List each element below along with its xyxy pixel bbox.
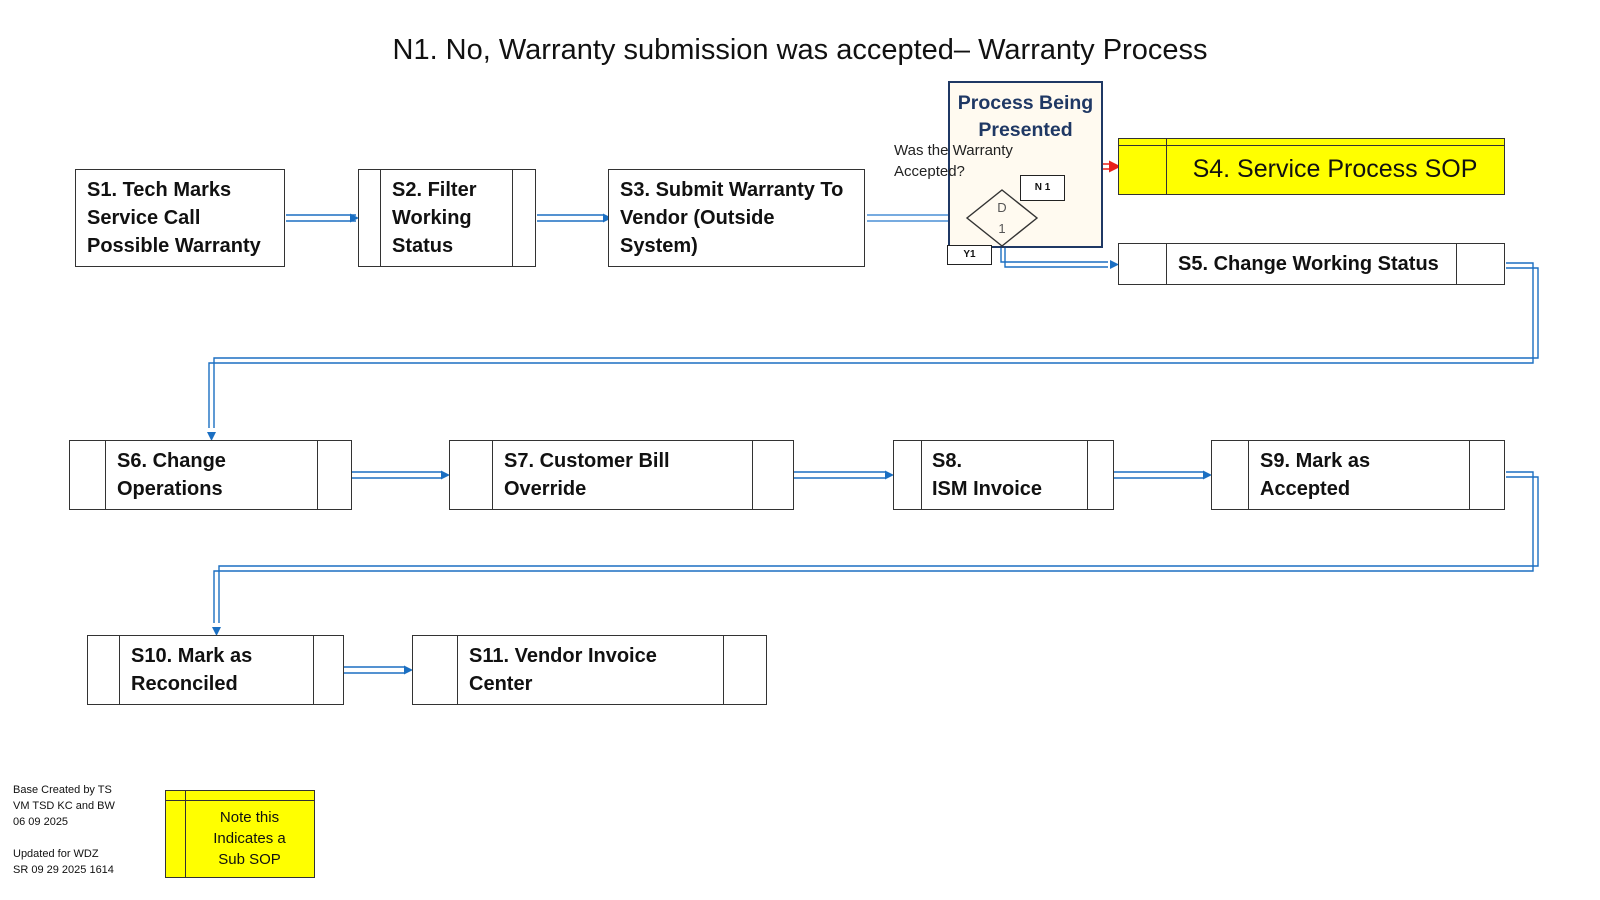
decision-diamond — [965, 189, 1039, 247]
yes-path-tag: Y1 — [947, 245, 992, 265]
step-s7-label: S7. Customer Bill Override — [504, 450, 670, 500]
step-s3-label: S3. Submit Warranty To Vendor (Outside S… — [620, 179, 844, 257]
legend-sub-sop-label: Note this Indicates a Sub SOP — [213, 809, 286, 868]
step-s1-label: S1. Tech Marks Service Call Possible War… — [87, 179, 261, 257]
step-s11: S11. Vendor Invoice Center — [412, 635, 767, 705]
flow-s1-s2 — [286, 213, 359, 223]
step-s9-label: S9. Mark as Accepted — [1260, 450, 1371, 500]
flow-s2-s3 — [537, 213, 612, 223]
legend-sub-sop: Note this Indicates a Sub SOP — [165, 790, 315, 878]
step-s5-label: S5. Change Working Status — [1178, 253, 1439, 275]
diagram-title: N1. No, Warranty submission was accepted… — [392, 34, 1208, 66]
no-path-tag: N 1 — [1020, 175, 1065, 201]
step-s11-label: S11. Vendor Invoice Center — [469, 645, 657, 695]
step-s4-sub-sop: S4. Service Process SOP — [1118, 138, 1505, 195]
step-s1: S1. Tech Marks Service Call Possible War… — [75, 169, 285, 267]
step-s2: S2. Filter Working Status — [358, 169, 536, 267]
process-being-presented-caption: Process Being Presented — [957, 92, 1094, 141]
flow-s9-s10 — [212, 471, 1539, 636]
step-s10: S10. Mark as Reconciled — [87, 635, 344, 705]
step-s5: S5. Change Working Status — [1118, 243, 1505, 285]
flow-s10-s11 — [344, 665, 413, 675]
flow-s5-s6 — [207, 262, 1539, 441]
decision-diamond-number: 1 — [998, 221, 1006, 236]
flow-s7-s8 — [794, 470, 894, 480]
step-s8-label: S8. ISM Invoice — [932, 450, 1043, 500]
step-s6-label: S6. Change Operations — [117, 450, 226, 500]
flow-s8-s9 — [1114, 470, 1212, 480]
flow-decision-yes-s5 — [1000, 248, 1119, 269]
step-s7: S7. Customer Bill Override — [449, 440, 794, 510]
decision-diamond-label: D — [997, 200, 1007, 215]
step-s6: S6. Change Operations — [69, 440, 352, 510]
flow-s6-s7 — [352, 470, 450, 480]
step-s2-label: S2. Filter Working Status — [392, 179, 477, 257]
credits-note: Base Created by TS VM TSD KC and BW 06 0… — [13, 784, 115, 876]
decision-question: Was the Warranty Accepted? — [894, 142, 1013, 180]
step-s9: S9. Mark as Accepted — [1211, 440, 1505, 510]
step-s3: S3. Submit Warranty To Vendor (Outside S… — [608, 169, 865, 267]
step-s10-label: S10. Mark as Reconciled — [131, 645, 253, 695]
step-s4-label: S4. Service Process SOP — [1192, 155, 1478, 183]
step-s8: S8. ISM Invoice — [893, 440, 1114, 510]
flow-s3-decision — [867, 212, 969, 224]
